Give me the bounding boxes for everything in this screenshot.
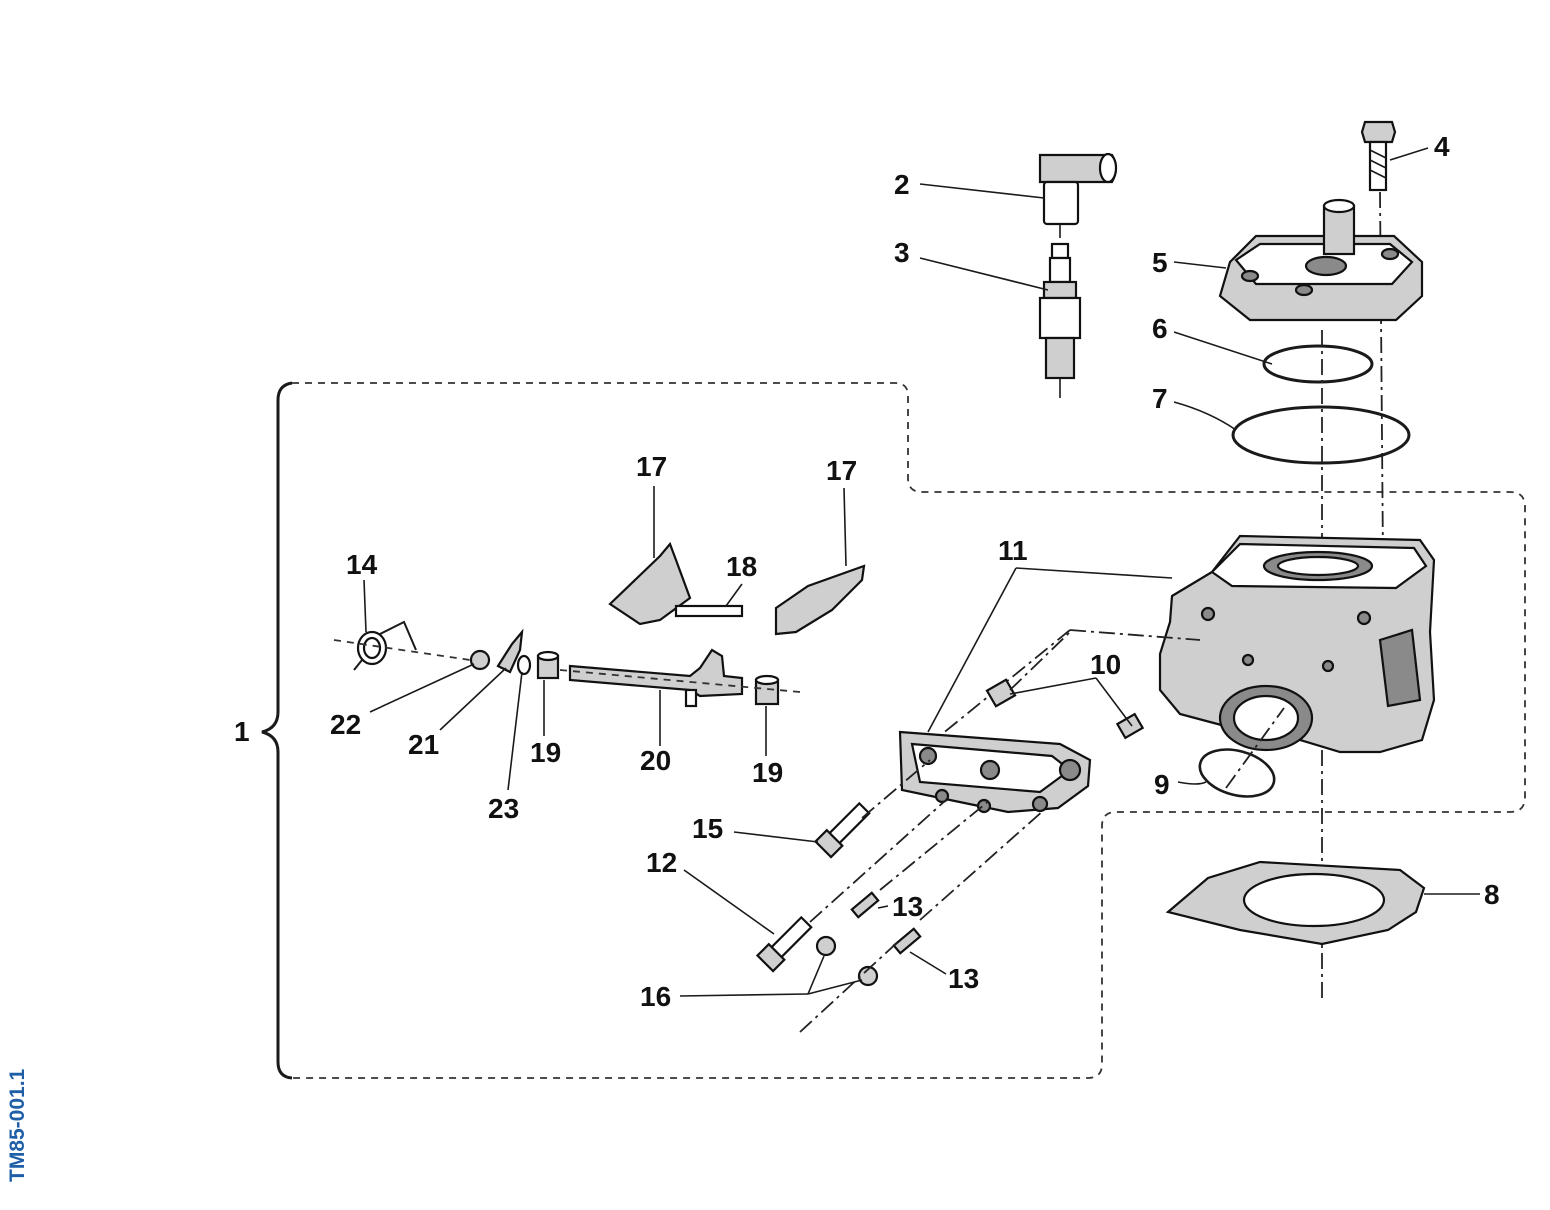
o-ring-large [1231,405,1411,465]
stud-1 [850,891,880,919]
label-17-left: 17 [636,451,667,482]
cylinder [1158,534,1436,754]
label-8: 8 [1484,879,1500,910]
label-23: 23 [488,793,519,824]
label-13-upper: 13 [892,891,923,922]
nut-1 [815,935,837,957]
bolt-12 [755,915,813,973]
label-22: 22 [330,709,361,740]
lever-21 [496,628,524,674]
label-4: 4 [1434,131,1450,162]
valve-shaft [568,648,744,708]
label-10: 10 [1090,649,1121,680]
washer-23 [516,654,532,676]
spark-plug-cap [1038,152,1118,238]
label-20: 20 [640,745,671,776]
nut-22 [469,649,491,671]
assembly-group-boundary [292,382,1526,1079]
o-ring-small [1262,344,1374,384]
label-13-lower: 13 [948,963,979,994]
label-18: 18 [726,551,757,582]
leader-lines [363,147,1480,997]
label-6: 6 [1152,313,1168,344]
valve-flap-left [608,541,692,626]
label-19-left: 19 [530,737,561,768]
label-5: 5 [1152,247,1168,278]
label-7: 7 [1152,383,1168,414]
label-14: 14 [346,549,378,580]
bushing-right [754,674,780,706]
valve-flap-right [774,564,866,636]
dowel-2 [1115,712,1145,740]
label-2: 2 [894,169,910,200]
label-15: 15 [692,813,723,844]
label-16: 16 [640,981,671,1012]
valve-pin [674,604,744,618]
group-brace [261,381,293,1080]
drawing-code: TM85-001.1 [6,1068,29,1182]
label-1: 1 [234,716,250,747]
base-gasket [1165,860,1426,946]
stud-2 [892,927,922,955]
bushing-left [536,650,560,680]
valve-housing [898,730,1092,814]
dowel-1 [985,678,1017,708]
head-bolt [1360,120,1397,192]
return-spring [353,620,417,671]
label-9: 9 [1154,769,1170,800]
label-21: 21 [408,729,439,760]
nut-2 [857,965,879,987]
label-11: 11 [998,535,1028,566]
bolt-15 [813,801,871,859]
label-12: 12 [646,847,677,878]
cylinder-head [1218,198,1424,322]
spark-plug [1038,242,1082,398]
part-number-labels: 1 2 3 4 5 6 7 8 9 10 11 12 13 13 14 15 1… [234,131,1500,1012]
label-3: 3 [894,237,910,268]
exhaust-seal [1198,748,1276,798]
label-17-right: 17 [826,455,857,486]
label-19-right: 19 [752,757,783,788]
